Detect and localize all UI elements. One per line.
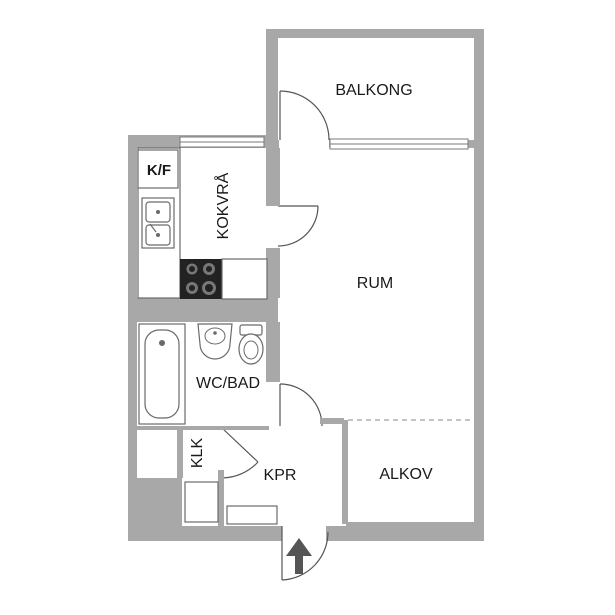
balcony-door	[279, 90, 330, 141]
sink-icon	[141, 197, 175, 249]
hall-closet-wall	[218, 470, 224, 526]
balcony-window	[279, 138, 469, 150]
alcove-label: ALKOV	[379, 466, 433, 483]
toilet-icon	[238, 324, 264, 365]
hall-top-wall	[320, 418, 344, 424]
hallway-label: KPR	[264, 467, 297, 484]
kitchen-bath-partition	[137, 298, 269, 322]
bath-closet-partition	[137, 426, 269, 430]
bath-hall-wall	[266, 322, 280, 382]
main-room-label: RUM	[357, 275, 393, 292]
closet-label: KLK	[189, 438, 206, 469]
kitchen-door	[266, 205, 319, 248]
washbasin-icon	[197, 323, 233, 360]
bathroom-label: WC/BAD	[196, 375, 260, 392]
kitchen-room-wall-lower	[266, 248, 280, 298]
partitions	[137, 148, 474, 526]
kitchen-fixtures	[137, 147, 268, 300]
kitchen-window	[179, 136, 265, 148]
fridge-freezer-label: K/F	[147, 162, 171, 179]
hall-alcove-wall	[342, 420, 348, 524]
bathtub-icon	[138, 323, 186, 425]
alcove-floor	[347, 420, 474, 522]
doors	[221, 90, 330, 581]
hallway-fixtures	[184, 481, 278, 525]
kitchen-room-wall	[266, 148, 280, 206]
hall-shelf	[226, 505, 278, 525]
closet-door	[221, 427, 259, 479]
entrance-arrow-icon	[286, 538, 312, 574]
counter-right	[221, 258, 268, 300]
balcony-label: BALKONG	[335, 82, 412, 99]
fridge-freezer	[137, 149, 179, 189]
kitchen-nook-label: KOKVRÅ	[213, 172, 232, 239]
closet-side-wall	[177, 428, 183, 478]
closet-2-shelf	[184, 481, 219, 523]
balcony-floor	[278, 38, 474, 140]
entrance-door	[281, 520, 329, 581]
bathroom-fixtures	[138, 323, 264, 425]
hallway-floor-upper	[279, 380, 347, 425]
stove-icon	[180, 259, 222, 299]
